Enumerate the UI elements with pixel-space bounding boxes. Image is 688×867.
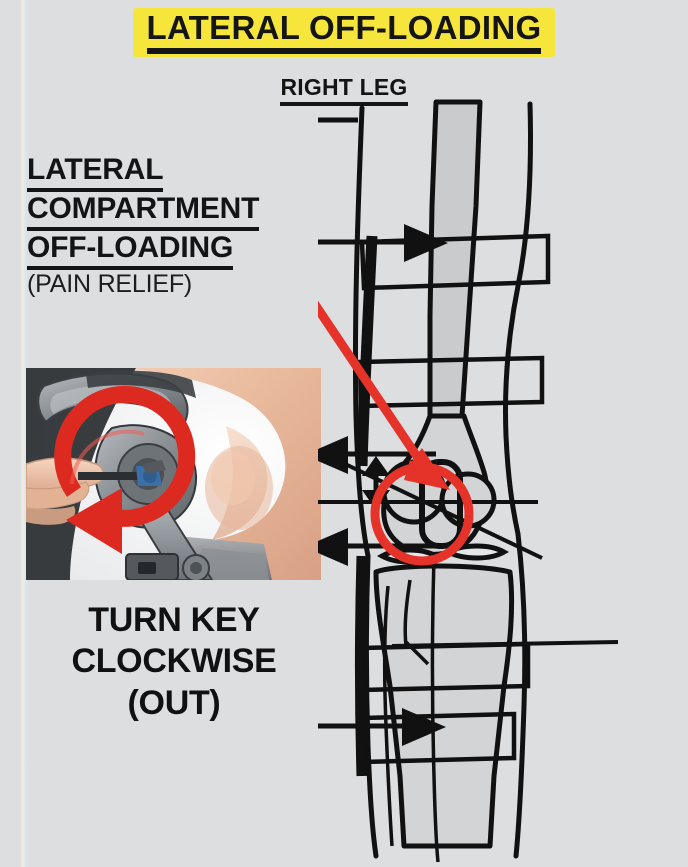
shin-medial-contour <box>513 531 528 859</box>
callout-pointer-arrow <box>318 300 450 490</box>
page-title: LATERAL OFF-LOADING <box>146 9 542 46</box>
thigh-cuff-lower <box>357 355 545 409</box>
caption-line-1: TURN KEY <box>88 601 260 639</box>
subtitle-block: RIGHT LEG <box>0 74 688 106</box>
mechanical-axis-line <box>319 450 543 560</box>
shin-lateral-contour <box>364 553 379 859</box>
tibial-crest <box>430 555 440 863</box>
photo-illustration <box>26 368 321 580</box>
brace-upright-upper <box>356 235 378 467</box>
title-underline <box>146 47 542 54</box>
thigh-lateral-contour <box>352 105 371 559</box>
callout-line-3: OFF-LOADING <box>27 231 357 270</box>
calf-cuff-lower <box>359 711 517 765</box>
medial-meniscus <box>442 543 510 561</box>
thigh-cuff-upper <box>359 233 551 291</box>
callout-line-1: LATERAL <box>27 153 357 192</box>
thigh-force-arrow <box>318 224 448 262</box>
caption-line-2: CLOCKWISE <box>71 642 277 681</box>
knee-lower-force-arrow <box>318 528 436 566</box>
tibial-reference-line <box>391 640 619 648</box>
callout-block: LATERAL COMPARTMENT OFF-LOADING (PAIN RE… <box>27 153 357 298</box>
callout-note: (PAIN RELIEF) <box>27 270 193 298</box>
caption-block: TURN KEY CLOCKWISE (OUT) <box>14 600 334 724</box>
fibular-head <box>403 579 412 647</box>
leg-side-label: RIGHT LEG <box>280 74 408 106</box>
leg-diagram-svg: .bone { fill:#c9cbcd; stroke:#111; strok… <box>318 99 619 863</box>
photo-inner <box>26 368 321 580</box>
shin-force-arrow <box>318 708 446 746</box>
caption-line-3: (OUT) <box>127 683 221 722</box>
title-highlight: LATERAL OFF-LOADING <box>132 8 556 57</box>
brace-key-photo <box>26 368 321 580</box>
thigh-medial-contour <box>503 101 533 537</box>
leg-diagram: .bone { fill:#c9cbcd; stroke:#111; strok… <box>318 86 688 867</box>
clockwise-rotation-arrow <box>54 385 196 527</box>
title-block: LATERAL OFF-LOADING <box>0 8 688 57</box>
femur-shaft <box>427 99 483 419</box>
tibia <box>373 563 515 849</box>
callout-line-2: COMPARTMENT <box>27 192 357 231</box>
